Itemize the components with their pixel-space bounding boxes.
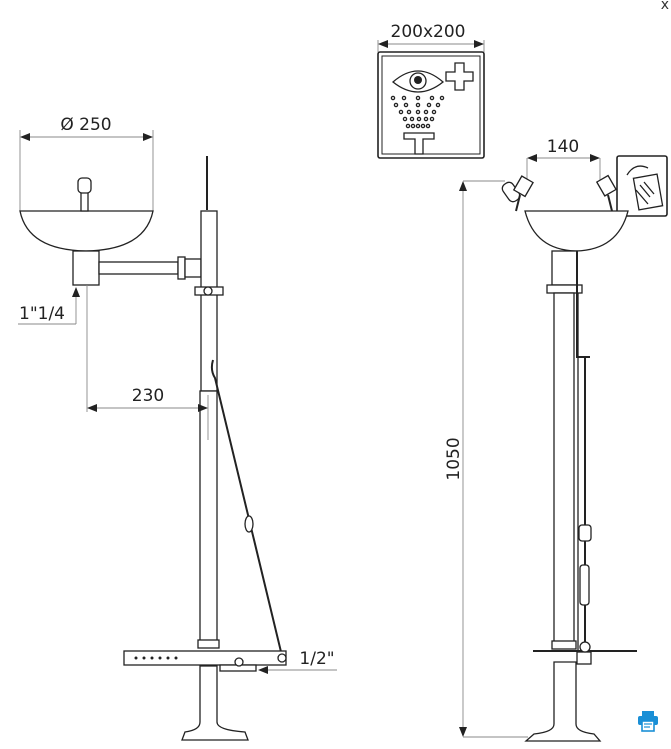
drain-size-label: 1"1/4 xyxy=(19,304,65,324)
supply-size-label: 1/2" xyxy=(299,649,334,669)
small-instruction-sign xyxy=(616,155,668,217)
print-icon xyxy=(638,711,658,732)
side-view: Ø 250 1"1/4 xyxy=(18,115,337,741)
column-side xyxy=(123,156,287,741)
column-front xyxy=(524,251,637,742)
height-label: 1050 xyxy=(444,437,464,480)
basin-front xyxy=(501,174,629,294)
nozzle-spacing-label: 140 xyxy=(547,137,579,157)
eyewash-sign xyxy=(377,51,485,159)
print-button[interactable] xyxy=(637,710,659,732)
front-view: 200x200 140 xyxy=(377,22,668,742)
close-button[interactable]: x xyxy=(660,0,669,13)
basin-side xyxy=(19,177,202,286)
basin-offset-label: 230 xyxy=(132,386,164,406)
sign-size-label: 200x200 xyxy=(391,22,466,42)
basin-diameter-label: Ø 250 xyxy=(60,115,111,135)
